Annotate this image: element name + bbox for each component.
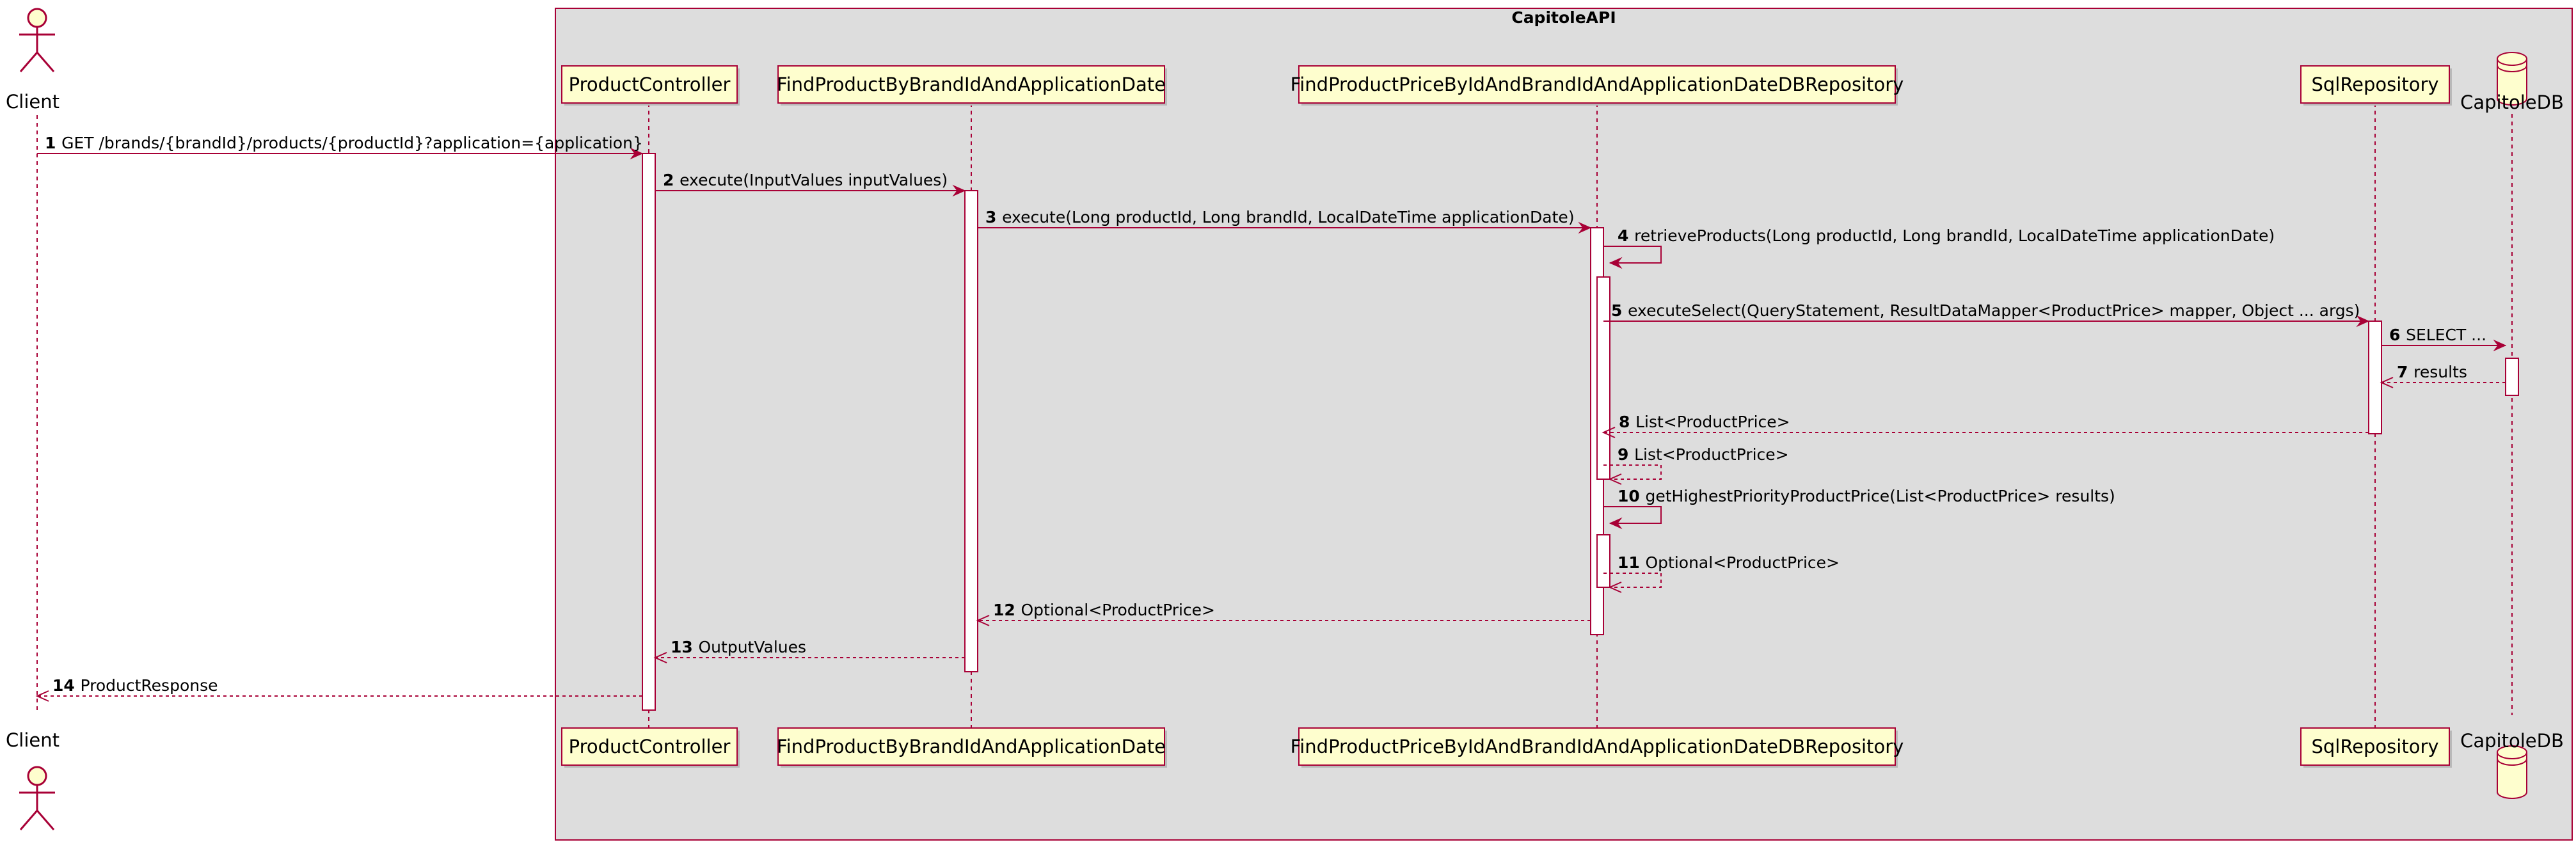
message-12: 12 Optional<ProductPrice> [976, 601, 1591, 626]
message-2: 2 execute(InputValues inputValues) [655, 171, 966, 197]
participant-label-client-bottom: Client [6, 729, 60, 751]
participant-label-fr-bottom: FindProductPriceByIdAndBrandIdAndApplica… [1291, 736, 1904, 757]
participant-pc-bottom: ProductController [561, 727, 740, 768]
capitole-api-group: CapitoleAPI [555, 8, 2573, 841]
message-1: 1 GET /brands/{brandId}/products/{produc… [37, 134, 644, 160]
activation-pc [642, 153, 656, 711]
participant-fr-top: FindProductPriceByIdAndBrandIdAndApplica… [1291, 65, 1904, 106]
message-label-8: 8 List<ProductPrice> [1619, 413, 1790, 431]
group-frame [555, 8, 2573, 841]
activation-sql [2368, 321, 2382, 434]
message-13: 13 OutputValues [653, 638, 965, 663]
message-label-4: 4 retrieveProducts(Long productId, Long … [1618, 226, 2275, 245]
activation-fr-nested-1 [1596, 276, 1610, 480]
message-label-3: 3 execute(Long productId, Long brandId, … [985, 208, 1575, 226]
participant-fr-bottom: FindProductPriceByIdAndBrandIdAndApplica… [1291, 727, 1904, 768]
messages: 1 GET /brands/{brandId}/products/{produc… [35, 134, 2507, 702]
message-7: 7 results [2380, 363, 2506, 388]
message-label-6: 6 SELECT ... [2389, 326, 2486, 344]
message-label-2: 2 execute(InputValues inputValues) [663, 171, 948, 189]
activation-db [2505, 358, 2519, 396]
activation-fp [964, 190, 978, 672]
message-label-10: 10 getHighestPriorityProductPrice(List<P… [1618, 487, 2115, 505]
participant-label-fr-top: FindProductPriceByIdAndBrandIdAndApplica… [1291, 74, 1904, 95]
message-label-13: 13 OutputValues [671, 638, 806, 656]
message-label-9: 9 List<ProductPrice> [1618, 445, 1789, 464]
activation-bars [642, 153, 2519, 711]
database-icon [2497, 52, 2527, 106]
database-icon [2497, 745, 2527, 799]
message-5: 5 executeSelect(QueryStatement, ResultDa… [1603, 301, 2370, 328]
message-11: 11 Optional<ProductPrice> [1603, 553, 1840, 593]
message-8: 8 List<ProductPrice> [1602, 413, 2369, 438]
message-label-14: 14 ProductResponse [52, 676, 218, 695]
participant-label-pc-bottom: ProductController [569, 736, 731, 757]
message-label-5: 5 executeSelect(QueryStatement, ResultDa… [1611, 301, 2360, 320]
participant-fp-top: FindProductByBrandIdAndApplicationDate [777, 65, 1167, 106]
message-10: 10 getHighestPriorityProductPrice(List<P… [1603, 487, 2115, 530]
participant-label-db-bottom: CapitoleDB [2460, 730, 2564, 752]
participant-label-sql-bottom: SqlRepository [2311, 736, 2438, 757]
participant-heads: ClientClientProductControllerProductCont… [6, 8, 2564, 830]
participant-sql-bottom: SqlRepository [2300, 727, 2452, 768]
message-label-7: 7 results [2397, 363, 2467, 381]
participant-fp-bottom: FindProductByBrandIdAndApplicationDate [777, 727, 1167, 768]
participant-label-fp-top: FindProductByBrandIdAndApplicationDate [777, 74, 1166, 95]
message-label-11: 11 Optional<ProductPrice> [1618, 553, 1840, 572]
participant-label-db-top: CapitoleDB [2460, 91, 2564, 113]
lifelines [36, 103, 2513, 728]
group-title: CapitoleAPI [1511, 8, 1616, 27]
activation-fr-nested-2 [1596, 534, 1610, 588]
participant-label-pc-top: ProductController [569, 74, 731, 95]
message-label-12: 12 Optional<ProductPrice> [993, 601, 1215, 619]
message-3: 3 execute(Long productId, Long brandId, … [978, 208, 1592, 234]
actor-icon [19, 8, 55, 72]
message-4: 4 retrieveProducts(Long productId, Long … [1603, 226, 2275, 269]
message-label-1: 1 GET /brands/{brandId}/products/{produc… [45, 134, 643, 152]
participant-label-sql-top: SqlRepository [2311, 74, 2438, 95]
actor-icon [19, 766, 55, 830]
participant-sql-top: SqlRepository [2300, 65, 2452, 106]
message-9: 9 List<ProductPrice> [1603, 445, 1789, 485]
participant-pc-top: ProductController [561, 65, 740, 106]
participant-label-client-top: Client [6, 91, 60, 113]
message-6: 6 SELECT ... [2381, 326, 2507, 352]
participant-label-fp-bottom: FindProductByBrandIdAndApplicationDate [777, 736, 1166, 757]
message-14: 14 ProductResponse [35, 676, 642, 702]
